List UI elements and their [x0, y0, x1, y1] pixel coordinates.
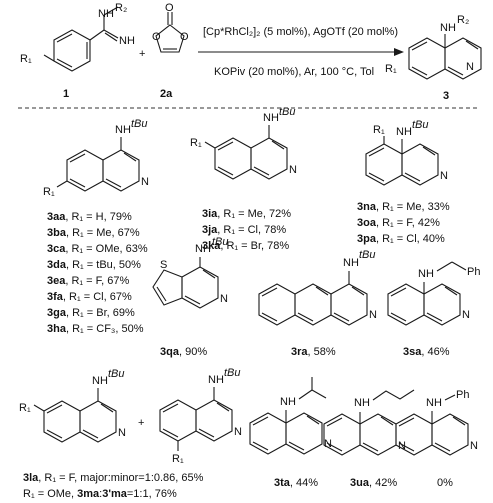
- atom-n: N: [141, 176, 149, 188]
- atom-r1: R₁: [20, 53, 32, 65]
- atom-n: N: [369, 309, 377, 321]
- atom-nh: NH: [98, 8, 114, 20]
- conditions-bottom: KOPiv (20 mol%), Ar, 100 °C, Tol: [214, 66, 374, 78]
- atom-o: O: [165, 2, 174, 14]
- atom-nh: NH: [396, 126, 412, 138]
- yield-list-3aa-3ha: 3aa, R₁ = H, 79% 3ba, R₁ = Me, 67% 3ca, …: [47, 211, 148, 335]
- structure-3qa: NH tBu N S: [152, 236, 229, 309]
- atom-r1: R₁: [373, 124, 385, 136]
- svg-text:3ia, R₁ = Me, 72%: 3ia, R₁ = Me, 72%: [202, 208, 291, 220]
- structure-nph: NH Ph N: [395, 389, 478, 456]
- product-isoquinolinamine: NH R₂ N R₁ 3: [385, 14, 482, 102]
- structure-3aa-3ha: NH tBu N R₁: [43, 118, 149, 198]
- svg-text:3ea, R₁ = F, 67%: 3ea, R₁ = F, 67%: [47, 275, 130, 287]
- atom-o: O: [180, 31, 189, 43]
- atom-n: N: [440, 170, 448, 182]
- yield-none: 0%: [437, 477, 453, 489]
- yield-3ua: 3ua, 42%: [350, 477, 397, 489]
- svg-text:3ga, R₁ = Br, 69%: 3ga, R₁ = Br, 69%: [47, 307, 135, 319]
- svg-text:3ja, R₁ = Cl, 78%: 3ja, R₁ = Cl, 78%: [202, 224, 286, 236]
- svg-text:3oa, R₁ = F, 42%: 3oa, R₁ = F, 42%: [357, 217, 440, 229]
- svg-text:3na, R₁ = Me, 33%: 3na, R₁ = Me, 33%: [357, 201, 450, 213]
- atom-n: N: [118, 427, 126, 439]
- structure-3ra: NH tBu N: [258, 249, 377, 326]
- atom-r2: R₂: [115, 2, 127, 14]
- atom-n: N: [462, 309, 470, 321]
- atom-tbu: tBu: [279, 106, 296, 118]
- yield-3sa: 3sa, 46%: [403, 346, 450, 358]
- reactant-amidine: NH R₂ NH R₁ 1: [20, 2, 135, 100]
- reaction-arrow-block: [Cp*RhCl₂]₂ (5 mol%), AgOTf (20 mol%) KO…: [198, 26, 404, 78]
- atom-r1: R₁: [385, 63, 397, 75]
- yield-list-3ia-3ka: 3ia, R₁ = Me, 72% 3ja, R₁ = Cl, 78% 3ka,…: [202, 208, 291, 252]
- compound-label: 3: [443, 90, 449, 102]
- atom-nh: NH: [115, 124, 131, 136]
- structure-3na-3pa: NH tBu N R₁: [365, 119, 448, 186]
- atom-nh: NH: [426, 397, 442, 409]
- atom-o: O: [152, 31, 161, 43]
- yield-list-3na-3pa: 3na, R₁ = Me, 33% 3oa, R₁ = F, 42% 3pa, …: [357, 201, 450, 245]
- svg-text:3ka, R₁ = Br, 78%: 3ka, R₁ = Br, 78%: [202, 240, 289, 252]
- plus-sign: +: [138, 417, 144, 429]
- atom-nh: NH: [195, 243, 211, 255]
- atom-n: N: [234, 426, 242, 438]
- structure-3ia-3ka: NH tBu N R₁: [190, 106, 297, 180]
- svg-text:3ba, R₁ = Me, 67%: 3ba, R₁ = Me, 67%: [47, 227, 140, 239]
- conditions-top: [Cp*RhCl₂]₂ (5 mol%), AgOTf (20 mol%): [203, 26, 398, 38]
- atom-r1: R₁: [190, 137, 202, 149]
- yield-3ma: R₁ = OMe, 3ma:3'ma=1:1, 76%: [23, 488, 177, 500]
- svg-text:3pa, R₁ = Cl, 40%: 3pa, R₁ = Cl, 40%: [357, 233, 445, 245]
- svg-text:3da, R₁ = tBu, 50%: 3da, R₁ = tBu, 50%: [47, 259, 141, 271]
- structure-3sa: NH Ph N: [387, 261, 480, 326]
- atom-nh: NH: [92, 375, 108, 387]
- svg-text:3fa, R₁ = Cl, 67%: 3fa, R₁ = Cl, 67%: [47, 291, 132, 303]
- reactant-vinylene-carbonate: O O O 2a: [152, 2, 189, 100]
- atom-n: N: [289, 164, 297, 176]
- atom-ph: Ph: [467, 266, 480, 278]
- compound-label: 2a: [160, 88, 173, 100]
- atom-n: N: [470, 440, 478, 452]
- yield-3ta: 3ta, 44%: [274, 477, 318, 489]
- atom-nh: NH: [354, 397, 370, 409]
- atom-tbu: tBu: [412, 119, 429, 131]
- atom-nh: NH: [280, 396, 296, 408]
- svg-text:3ha, R₁ = CF₃, 50%: 3ha, R₁ = CF₃, 50%: [47, 323, 144, 335]
- atom-tbu: tBu: [224, 367, 241, 379]
- atom-s: S: [160, 259, 167, 271]
- atom-tbu: tBu: [108, 368, 125, 380]
- structure-3ua: NH N: [323, 389, 415, 456]
- atom-r1: R₁: [172, 453, 184, 465]
- atom-nh: NH: [208, 374, 224, 386]
- atom-r1: R₁: [19, 402, 31, 414]
- svg-text:3ca, R₁ = OMe, 63%: 3ca, R₁ = OMe, 63%: [47, 243, 148, 255]
- yield-3ra: 3ra, 58%: [291, 346, 336, 358]
- compound-label: 1: [63, 88, 69, 100]
- atom-n: N: [398, 440, 406, 452]
- structure-3ta: NH N: [249, 377, 332, 455]
- atom-tbu: tBu: [212, 236, 229, 248]
- atom-r1: R₁: [43, 186, 55, 198]
- svg-text:3aa, R₁ = H, 79%: 3aa, R₁ = H, 79%: [47, 211, 132, 223]
- atom-tbu: tBu: [359, 249, 376, 261]
- atom-ph: Ph: [456, 389, 469, 401]
- atom-nh: NH: [263, 112, 279, 124]
- atom-tbu: tBu: [131, 118, 148, 130]
- atom-nh: NH: [440, 22, 456, 34]
- yield-3la: 3la, R₁ = F, major:minor=1:0.86, 65%: [23, 472, 204, 484]
- atom-nh: NH: [119, 35, 135, 47]
- yield-3qa: 3qa, 90%: [160, 346, 207, 358]
- atom-n: N: [466, 61, 474, 73]
- atom-r2: R₂: [457, 14, 469, 26]
- plus-sign: +: [139, 48, 145, 60]
- structure-3la-major: NH tBu N R₁: [19, 368, 126, 443]
- arrow-head: [394, 48, 404, 56]
- atom-nh: NH: [418, 268, 434, 280]
- atom-nh: NH: [343, 257, 359, 269]
- atom-n: N: [220, 293, 228, 305]
- structure-3la-minor: NH tBu N R₁: [159, 367, 242, 465]
